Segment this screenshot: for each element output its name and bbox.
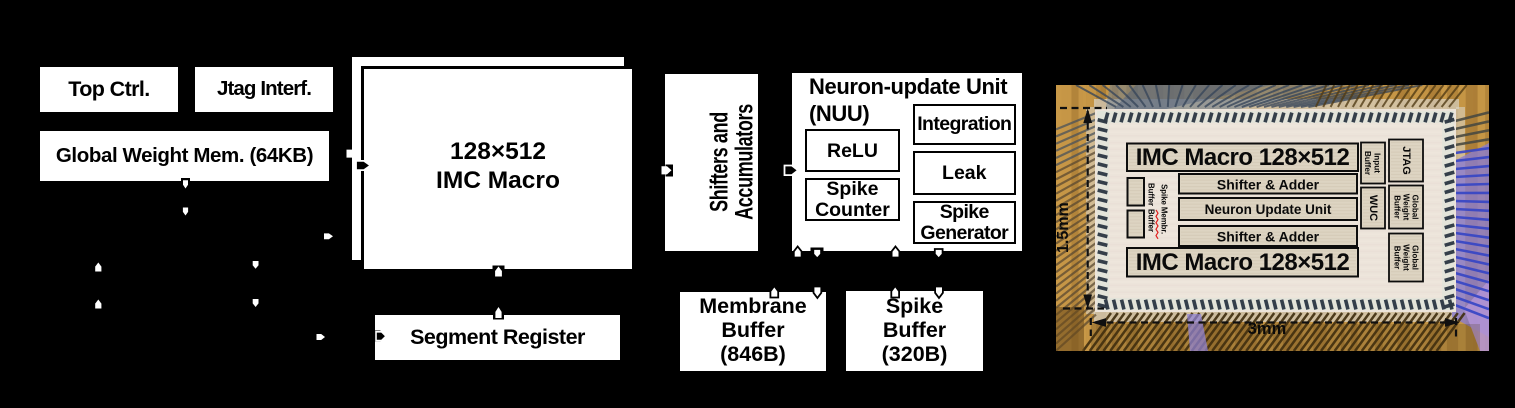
svg-text:IMC Macro 128×512: IMC Macro 128×512 (1136, 248, 1350, 275)
svg-text:Input: Input (1373, 152, 1382, 172)
svg-text:Buffer: Buffer (1363, 150, 1372, 175)
svg-text:Global: Global (1411, 245, 1420, 270)
svg-text:Spike: Spike (1160, 184, 1169, 205)
svg-text:JTAG: JTAG (1400, 146, 1412, 175)
svg-text:Shifter & Adder: Shifter & Adder (1217, 228, 1320, 244)
svg-text:Weight: Weight (1402, 244, 1411, 271)
svg-text:Buffer: Buffer (1147, 183, 1156, 206)
svg-text:1.5mm: 1.5mm (1056, 202, 1072, 253)
svg-text:Buffer: Buffer (1393, 195, 1402, 219)
svg-text:Buffer: Buffer (1147, 209, 1156, 232)
svg-text:Shifter & Adder: Shifter & Adder (1217, 176, 1320, 192)
svg-text:IMC Macro 128×512: IMC Macro 128×512 (1136, 144, 1350, 171)
svg-text:Global: Global (1411, 194, 1420, 219)
svg-text:Neuron Update Unit: Neuron Update Unit (1205, 202, 1332, 217)
svg-text:Buffer: Buffer (1393, 245, 1402, 269)
svg-text:WUC: WUC (1367, 194, 1379, 220)
svg-text:Weight: Weight (1402, 193, 1411, 220)
svg-text:Membr.: Membr. (1160, 206, 1169, 233)
svg-text:3mm: 3mm (1248, 320, 1287, 338)
